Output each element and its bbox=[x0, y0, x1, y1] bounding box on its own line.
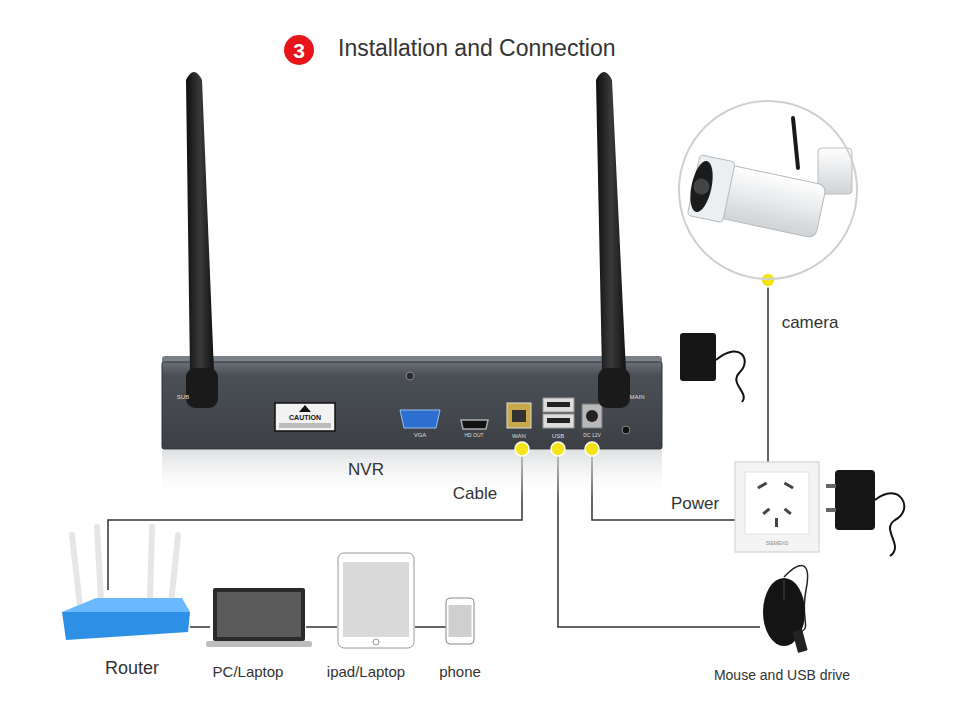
camera-body bbox=[685, 154, 827, 242]
usb-drive bbox=[792, 629, 807, 653]
connector-line bbox=[767, 280, 769, 462]
socket-hole bbox=[762, 508, 770, 515]
screw bbox=[406, 372, 414, 380]
port-label: VGA bbox=[414, 432, 427, 438]
router-antenna bbox=[72, 535, 80, 606]
router-top bbox=[62, 598, 190, 612]
power-adapter bbox=[835, 470, 875, 530]
connector-line bbox=[415, 626, 446, 628]
port-label: WAN bbox=[512, 433, 526, 439]
device-label: Router bbox=[105, 659, 159, 677]
hdmi-port bbox=[461, 420, 488, 429]
port-label: CAUTION bbox=[289, 414, 321, 421]
adapter-prong bbox=[826, 484, 836, 488]
tablet-screen bbox=[343, 562, 409, 637]
usb-hole bbox=[547, 418, 570, 423]
device-label: Mouse and USB drive bbox=[714, 668, 850, 682]
router-device: Router bbox=[62, 590, 190, 640]
power-adapter bbox=[680, 333, 716, 381]
nvr-body bbox=[162, 362, 662, 449]
dc-jack bbox=[582, 404, 602, 428]
connector-line bbox=[306, 626, 337, 628]
connection-dot bbox=[515, 442, 529, 456]
antenna-base bbox=[186, 368, 218, 408]
lan-hole bbox=[512, 410, 526, 422]
port-label: MAIN bbox=[630, 394, 645, 400]
device-label: SIEMENS bbox=[766, 541, 789, 546]
adapter-cord bbox=[716, 352, 745, 402]
plate-text bbox=[279, 423, 331, 428]
device-label: camera bbox=[782, 314, 839, 331]
usb-hole bbox=[547, 402, 570, 407]
mouse-wheel bbox=[784, 580, 785, 600]
camera-antenna bbox=[793, 118, 798, 168]
dc-hole bbox=[586, 410, 598, 422]
port-label: HD OUT bbox=[464, 433, 483, 438]
phone-device: phone bbox=[446, 598, 474, 644]
adapter-cord bbox=[875, 493, 904, 556]
connector-line bbox=[190, 626, 210, 628]
antenna-base bbox=[598, 368, 630, 408]
antenna bbox=[186, 72, 214, 372]
laptop-base bbox=[206, 641, 312, 647]
step-badge: 3 bbox=[284, 35, 314, 65]
usb-port bbox=[543, 398, 574, 412]
antenna bbox=[596, 72, 626, 372]
phone bbox=[446, 598, 474, 644]
port-label: DC 12V bbox=[583, 433, 601, 438]
port-label: SUB bbox=[177, 394, 189, 400]
laptop-device: PC/Laptop bbox=[210, 585, 306, 645]
connection-dot bbox=[551, 442, 565, 456]
router-antenna bbox=[150, 527, 152, 600]
phone-screen bbox=[449, 605, 472, 637]
power-socket bbox=[735, 462, 819, 552]
device-label: phone bbox=[439, 664, 481, 679]
mouse-device: Mouse and USB drive bbox=[760, 572, 810, 646]
usb-port bbox=[543, 414, 574, 428]
callout-number: 3 bbox=[293, 40, 305, 61]
socket-face bbox=[745, 472, 809, 534]
socket-hole bbox=[784, 482, 794, 490]
reflection bbox=[162, 450, 662, 500]
connector-label: Power bbox=[671, 495, 719, 512]
device-label: NVR bbox=[348, 461, 384, 478]
home-button bbox=[373, 639, 379, 645]
lan-port bbox=[507, 403, 531, 428]
router-antenna bbox=[97, 527, 101, 600]
power-socket: SIEMENS bbox=[735, 462, 819, 552]
socket-hole bbox=[757, 482, 767, 490]
laptop-screen bbox=[213, 588, 305, 641]
port-label: USB bbox=[552, 433, 564, 439]
socket-hole bbox=[775, 518, 778, 527]
diagram-title: Installation and Connection bbox=[338, 37, 615, 60]
warning-icon bbox=[299, 405, 311, 412]
adapter-prong bbox=[826, 508, 836, 512]
ground-screw bbox=[622, 426, 630, 434]
vga-port bbox=[400, 410, 440, 428]
device-label: PC/Laptop bbox=[213, 664, 284, 679]
router-antenna bbox=[171, 535, 178, 604]
connector-label: Cable bbox=[453, 485, 497, 502]
caution-plate bbox=[275, 403, 335, 431]
camera-device: camera bbox=[678, 100, 858, 280]
router-body bbox=[62, 612, 190, 640]
laptop-display bbox=[217, 592, 301, 637]
tablet bbox=[338, 553, 414, 648]
socket-hole bbox=[784, 508, 792, 515]
connection-dot bbox=[761, 273, 775, 287]
device-label: ipad/Laptop bbox=[327, 664, 405, 679]
connection-dot bbox=[585, 442, 599, 456]
tablet-device: ipad/Laptop bbox=[337, 553, 415, 648]
